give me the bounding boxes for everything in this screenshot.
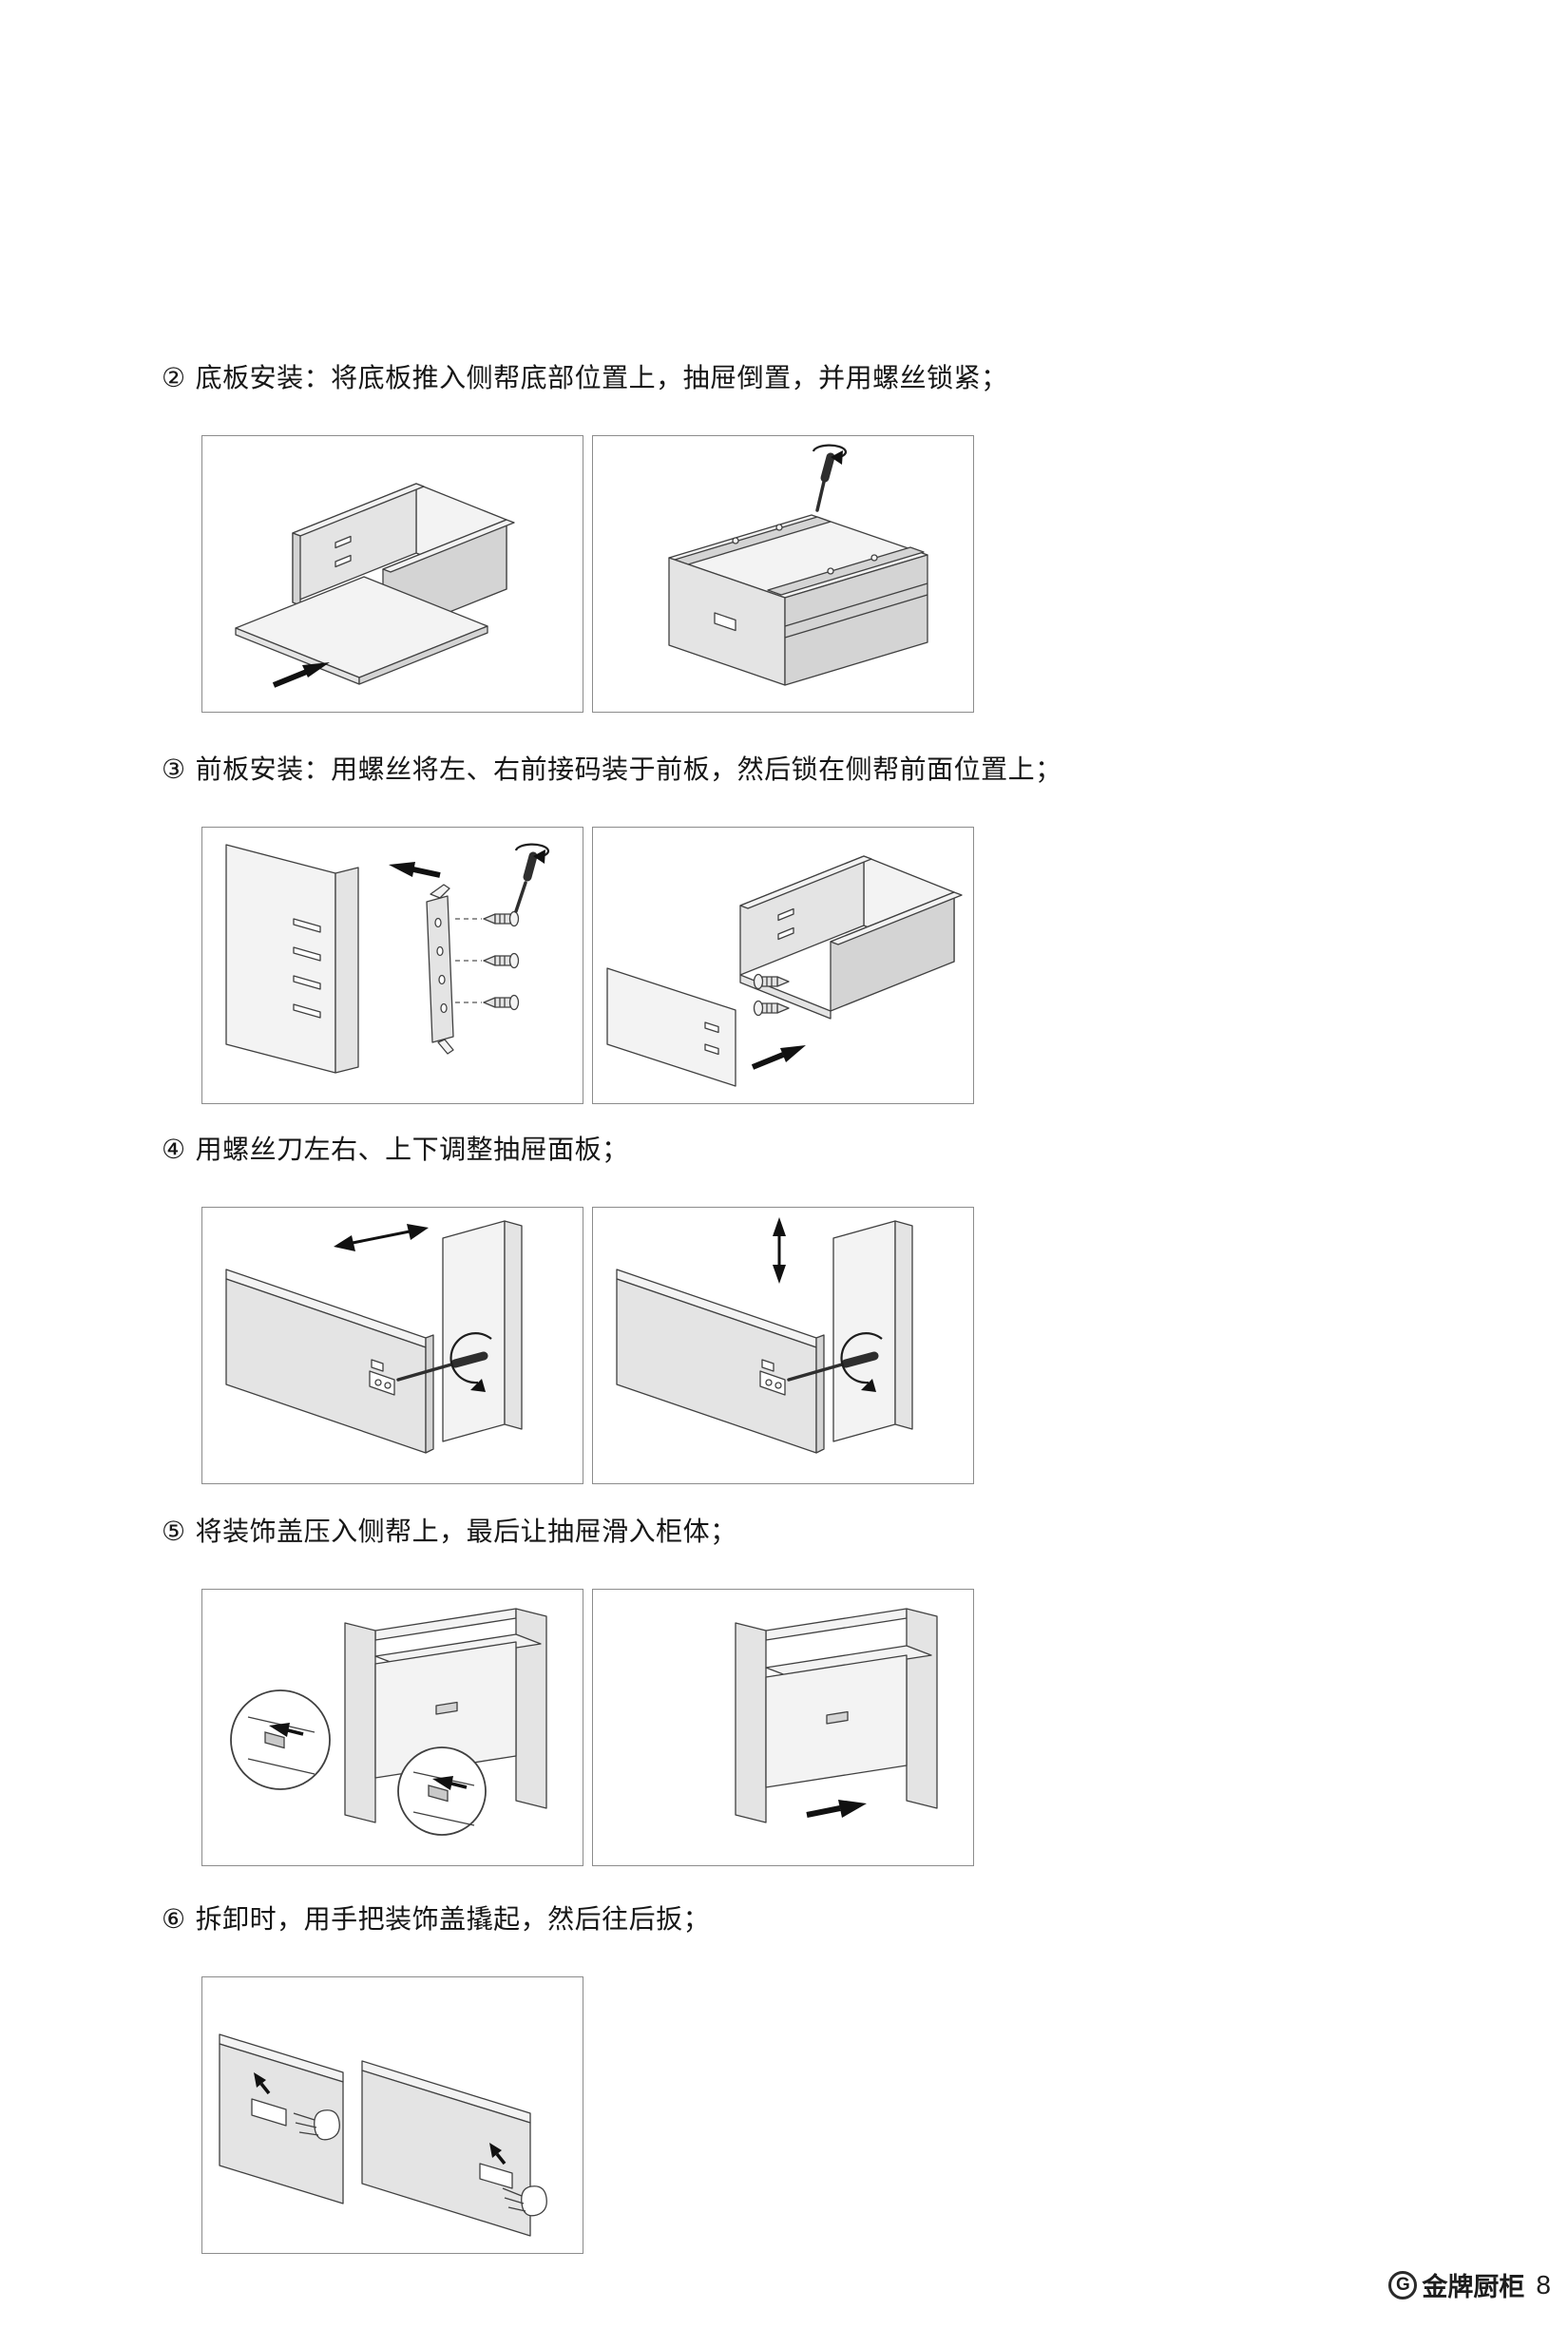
step-4-instruction: 用螺丝刀左右、上下调整抽屉面板； bbox=[195, 1135, 629, 1164]
step-section-5: ⑤ 将装饰盖压入侧帮上，最后让抽屉滑入柜体； bbox=[162, 1515, 974, 1866]
slide-in-arrow-icon bbox=[806, 1800, 867, 1818]
figure-box bbox=[592, 435, 974, 713]
step-2-number: ② bbox=[162, 363, 186, 392]
horizontal-adjustment-illustration bbox=[225, 1220, 523, 1454]
step-5-number: ⑤ bbox=[162, 1517, 186, 1546]
brand-logo-icon: G bbox=[1388, 2270, 1418, 2299]
page-footer: G 金牌厨柜 8 bbox=[1388, 2266, 1551, 2303]
push-direction-arrow-icon bbox=[272, 662, 330, 688]
drawer-slide-into-cabinet-illustration bbox=[735, 1608, 938, 1823]
figure-box bbox=[592, 827, 974, 1104]
step-6-text: ⑥ 拆卸时，用手把装饰盖撬起，然后往后扳； bbox=[162, 1902, 710, 1937]
attach-direction-arrow-icon bbox=[751, 1045, 806, 1070]
figure-box bbox=[201, 1976, 583, 2254]
screw-icon bbox=[753, 1000, 790, 1017]
brand-name: 金牌厨柜 bbox=[1422, 2273, 1525, 2301]
step-6-number: ⑥ bbox=[162, 1904, 186, 1934]
step-section-3: ③ 前板安装：用螺丝将左、右前接码装于前板，然后锁在侧帮前面位置上； bbox=[162, 753, 1062, 1104]
screwdriver-icon bbox=[514, 843, 549, 913]
step-section-4: ④ 用螺丝刀左右、上下调整抽屉面板； bbox=[162, 1133, 974, 1484]
step-4-number: ④ bbox=[162, 1135, 186, 1164]
vertical-adjustment-illustration bbox=[616, 1217, 913, 1454]
front-panel-attachment-illustration bbox=[606, 855, 963, 1087]
step-6-instruction: 拆卸时，用手把装饰盖撬起，然后往后扳； bbox=[195, 1904, 711, 1934]
step-5-instruction: 将装饰盖压入侧帮上，最后让抽屉滑入柜体； bbox=[195, 1517, 737, 1546]
bottom-panel-slide-in-illustration bbox=[235, 483, 515, 688]
step-5-text: ⑤ 将装饰盖压入侧帮上，最后让抽屉滑入柜体； bbox=[162, 1515, 974, 1549]
step-5-figure-row bbox=[201, 1589, 974, 1866]
horizontal-adjust-arrow-icon bbox=[334, 1224, 429, 1251]
figure-box bbox=[201, 1589, 583, 1866]
screwdriver-icon bbox=[787, 1332, 883, 1392]
screw-icon bbox=[454, 994, 520, 1011]
figure-box bbox=[592, 1207, 974, 1484]
hand-icon bbox=[502, 2185, 547, 2217]
screwdriver-icon bbox=[396, 1332, 492, 1392]
cover-cap-press-in-illustration bbox=[230, 1608, 547, 1836]
pry-arrow-icon bbox=[254, 2072, 271, 2095]
cover-cap-pry-off-illustration bbox=[219, 2033, 547, 2237]
step-2-instruction: 底板安装：将底板推入侧帮底部位置上，抽屉倒置，并用螺丝锁紧； bbox=[195, 363, 1008, 392]
step-2-text: ② 底板安装：将底板推入侧帮底部位置上，抽屉倒置，并用螺丝锁紧； bbox=[162, 361, 1008, 395]
step-4-text: ④ 用螺丝刀左右、上下调整抽屉面板； bbox=[162, 1133, 974, 1167]
screw-icon bbox=[454, 910, 520, 927]
screw-icon bbox=[454, 952, 520, 969]
hand-icon bbox=[293, 2109, 340, 2141]
front-bracket-mounting-illustration bbox=[225, 843, 549, 1074]
figure-box bbox=[201, 435, 583, 713]
step-section-2: ② 底板安装：将底板推入侧帮底部位置上，抽屉倒置，并用螺丝锁紧； bbox=[162, 361, 1008, 713]
page-number: 8 bbox=[1536, 2269, 1551, 2299]
inverted-drawer-screwing-illustration bbox=[668, 444, 928, 686]
step-2-figure-row bbox=[201, 435, 1008, 713]
detail-callout bbox=[230, 1689, 331, 1790]
step-6-figure-row bbox=[201, 1976, 710, 2254]
step-3-instruction: 前板安装：用螺丝将左、右前接码装于前板，然后锁在侧帮前面位置上； bbox=[195, 754, 1062, 784]
step-3-text: ③ 前板安装：用螺丝将左、右前接码装于前板，然后锁在侧帮前面位置上； bbox=[162, 753, 1062, 787]
vertical-adjust-arrow-icon bbox=[773, 1217, 786, 1284]
figure-box bbox=[201, 1207, 583, 1484]
pry-arrow-icon bbox=[489, 2143, 507, 2166]
step-3-figure-row bbox=[201, 827, 1062, 1104]
figure-box bbox=[201, 827, 583, 1104]
mount-direction-arrow-icon bbox=[389, 862, 441, 878]
step-3-number: ③ bbox=[162, 754, 186, 784]
step-section-6: ⑥ 拆卸时，用手把装饰盖撬起，然后往后扳； bbox=[162, 1902, 710, 2254]
screwdriver-icon bbox=[812, 444, 847, 512]
figure-box bbox=[592, 1589, 974, 1866]
detail-callout bbox=[397, 1746, 487, 1836]
screw-icon bbox=[753, 973, 790, 990]
step-4-figure-row bbox=[201, 1207, 974, 1484]
